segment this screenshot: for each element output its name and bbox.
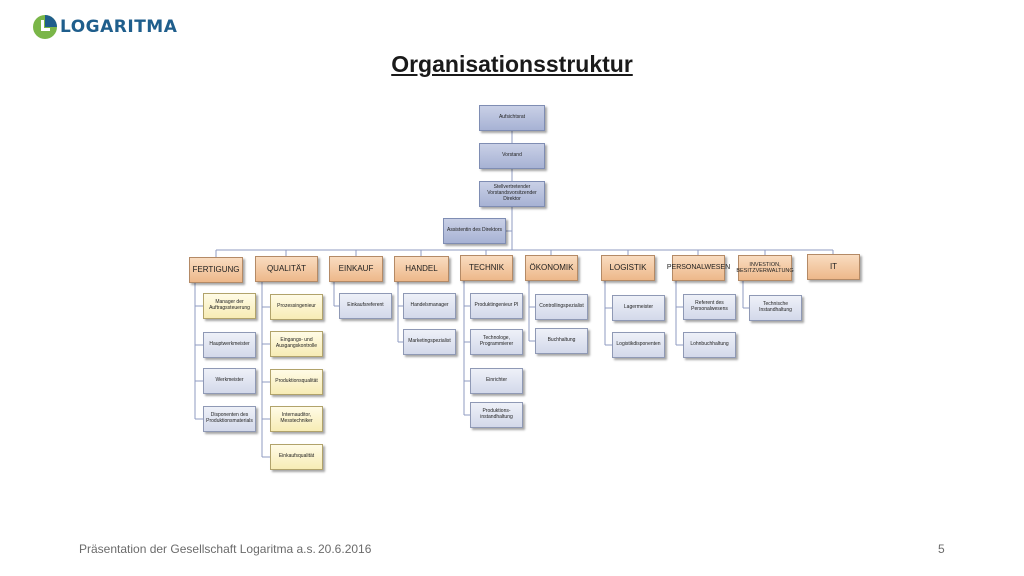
org-box-logistics-dispatchers: Logistikdisponenten bbox=[612, 332, 665, 358]
dept-personalwesen: PERSONALWESEN bbox=[667, 255, 730, 281]
logo-icon bbox=[33, 15, 57, 39]
dept-einkauf: EINKAUF bbox=[329, 256, 383, 282]
footer-date: 20.6.2016 bbox=[318, 542, 372, 556]
org-box-deputy-director: Stellvertretender Vorstandsvorsitzender … bbox=[479, 181, 545, 207]
footer-text: Präsentation der Gesellschaft Logaritma … bbox=[79, 542, 316, 556]
org-box-sales-manager: Handelsmanager bbox=[403, 293, 456, 319]
org-box-order-control-manager: Manager der Auftragssteuerung bbox=[203, 293, 256, 319]
org-box-setter: Einrichter bbox=[470, 368, 523, 394]
dept-it: IT bbox=[807, 254, 860, 280]
org-box-incoming-outgoing-control: Eingangs- und Ausgangskontrolle bbox=[270, 331, 323, 357]
dept-logistik: LOGISTIK bbox=[601, 255, 655, 281]
org-box-production-quality: Produktionsqualität bbox=[270, 369, 323, 395]
org-box-chief-foreman: Hauptwerkmeister bbox=[203, 332, 256, 358]
org-box-warehouse-master: Lagermeister bbox=[612, 295, 665, 321]
org-box-process-engineer: Prozessingenieur bbox=[270, 294, 323, 320]
dept-handel: HANDEL bbox=[394, 256, 449, 282]
org-box-foreman: Werkmeister bbox=[203, 368, 256, 394]
dept-technik: TECHNIK bbox=[460, 255, 513, 281]
org-box-director-assistant: Assistentin des Direktors bbox=[443, 218, 506, 244]
org-box-payroll: Lohnbuchhaltung bbox=[683, 332, 736, 358]
org-box-technical-maintenance: Technische Instandhaltung bbox=[749, 295, 802, 321]
org-box-internal-auditor: Internauditor, Messtechniker bbox=[270, 406, 323, 432]
org-box-controlling-specialist: Controllingspezialist bbox=[535, 294, 588, 320]
org-box-board: Vorstand bbox=[479, 143, 545, 169]
org-box-accounting: Buchhaltung bbox=[535, 328, 588, 354]
page-title: Organisationsstruktur bbox=[391, 51, 633, 77]
org-box-production-maintenance: Produktions-instandhaltung bbox=[470, 402, 523, 428]
logo: LOGARITMA bbox=[32, 14, 202, 44]
org-box-technologist-programmer: Technologe, Programmierer bbox=[470, 329, 523, 355]
org-box-hr-officer: Referent des Personalwesens bbox=[683, 294, 736, 320]
org-box-supervisory-board: Aufsichtsrat bbox=[479, 105, 545, 131]
org-box-product-engineer: Produktingenieur PI bbox=[470, 293, 523, 319]
dept-investion: INVESTION, BESITZVERWALTUNG bbox=[736, 255, 794, 281]
org-box-material-dispatcher: Disponenten des Produktionsmaterials bbox=[203, 406, 256, 432]
dept-qualitaet: QUALITÄT bbox=[255, 256, 318, 282]
org-box-purchasing-quality: Einkaufsqualität bbox=[270, 444, 323, 470]
dept-oekonomik: ÖKONOMIK bbox=[525, 255, 578, 281]
dept-fertigung: FERTIGUNG bbox=[189, 257, 243, 283]
page-number: 5 bbox=[938, 542, 945, 556]
logo-text: LOGARITMA bbox=[60, 17, 178, 37]
org-box-marketing-specialist: Marketingspezialist bbox=[403, 329, 456, 355]
org-box-purchasing-officer: Einkaufsreferent bbox=[339, 293, 392, 319]
